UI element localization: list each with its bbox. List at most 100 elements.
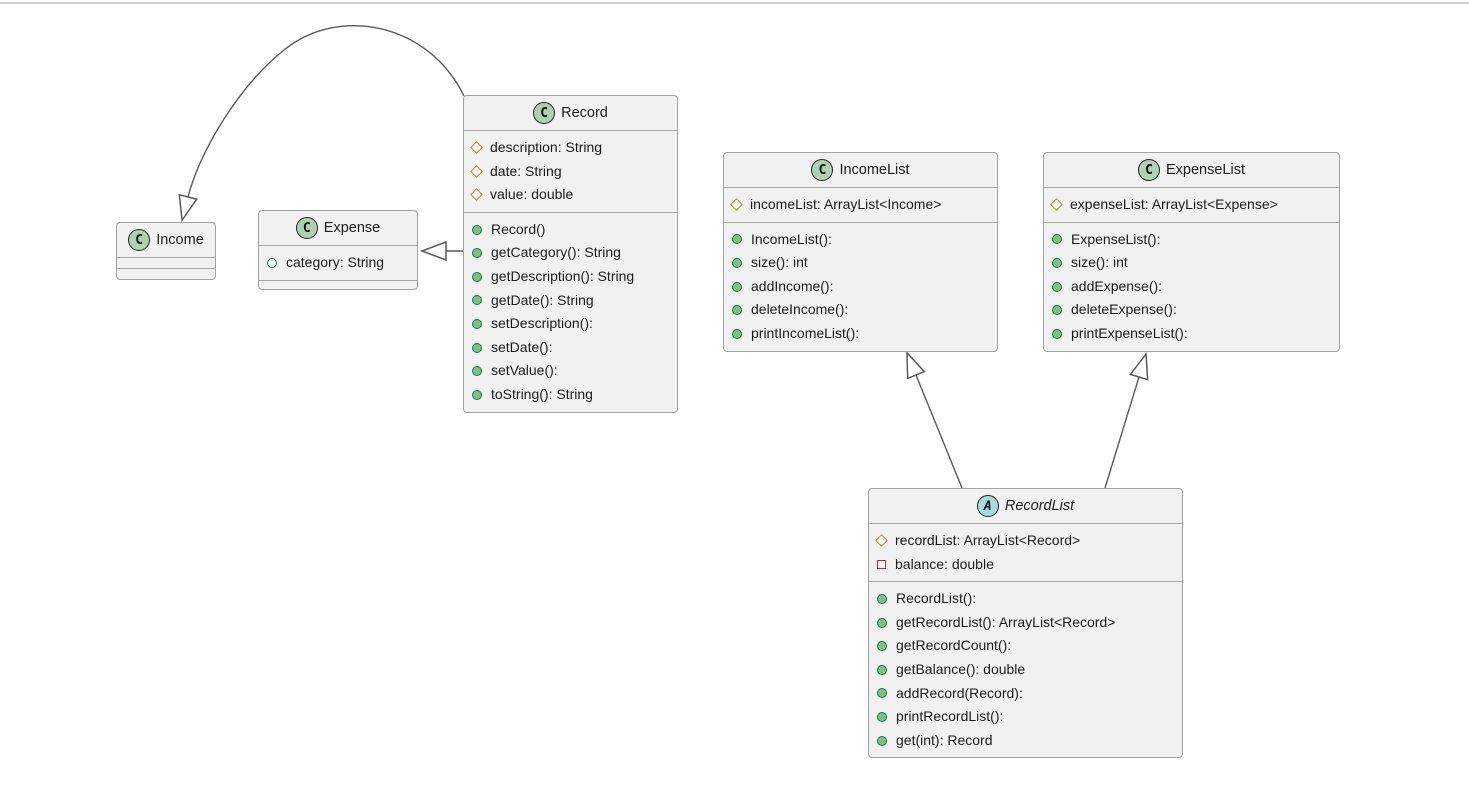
- methods-compartment: [117, 268, 215, 279]
- attributes-compartment: category: String: [259, 245, 417, 280]
- public-method-icon: [1052, 257, 1062, 268]
- class-icon: C: [295, 217, 318, 239]
- method-text: getDescription(): String: [491, 267, 635, 284]
- method-row: getCategory(): String: [472, 241, 669, 265]
- method-row: size(): int: [732, 251, 989, 275]
- class-icon: C: [128, 229, 151, 251]
- method-text: deleteExpense():: [1071, 301, 1177, 318]
- attribute-text: category: String: [286, 254, 385, 270]
- method-row: getBalance(): double: [877, 658, 1174, 682]
- protected-field-icon: [875, 534, 888, 548]
- methods-compartment: Record() getCategory(): String getDescri…: [464, 211, 677, 412]
- method-row: getDate(): String: [472, 289, 669, 313]
- attribute-text: incomeList: ArrayList<Income>: [750, 196, 942, 212]
- class-box-record: C Record description: String date: Strin…: [463, 95, 678, 413]
- public-method-icon: [472, 224, 482, 235]
- public-method-icon: [732, 281, 742, 292]
- method-row: ExpenseList():: [1052, 228, 1331, 252]
- public-method-icon: [1052, 281, 1062, 292]
- method-text: getRecordList(): ArrayList<Record>: [896, 613, 1116, 630]
- method-text: getBalance(): double: [896, 660, 1026, 677]
- class-title-income: C Income: [117, 223, 215, 257]
- method-row: printIncomeList():: [732, 322, 989, 346]
- method-text: printIncomeList():: [751, 324, 860, 341]
- method-row: size(): int: [1052, 251, 1331, 275]
- public-method-icon: [877, 735, 887, 746]
- inheritance-arrow-recordlist-to-expenselist: [1104, 352, 1149, 489]
- method-text: ExpenseList():: [1071, 230, 1161, 247]
- attribute-row: incomeList: ArrayList<Income>: [730, 193, 989, 217]
- method-row: addIncome():: [732, 275, 989, 299]
- public-method-icon: [1052, 234, 1062, 245]
- class-name: Income: [156, 232, 204, 248]
- attribute-text: recordList: ArrayList<Record>: [895, 532, 1081, 548]
- private-field-icon: [877, 559, 886, 569]
- class-title-recordlist: A RecordList: [869, 489, 1182, 523]
- method-row: RecordList():: [877, 587, 1174, 611]
- method-text: getRecordCount():: [896, 637, 1012, 654]
- method-row: toString(): String: [472, 383, 669, 407]
- attribute-row: balance: double: [877, 553, 1174, 577]
- method-text: printExpenseList():: [1071, 324, 1188, 341]
- method-text: RecordList():: [896, 590, 977, 607]
- protected-field-icon: [470, 141, 483, 155]
- method-text: Record(): [491, 220, 546, 237]
- public-method-icon: [1052, 305, 1062, 316]
- class-name: IncomeList: [839, 162, 910, 178]
- public-method-icon: [877, 617, 887, 628]
- public-method-icon: [472, 389, 482, 400]
- public-method-icon: [472, 248, 482, 259]
- methods-compartment: [259, 279, 417, 289]
- public-field-icon: [267, 257, 277, 268]
- inheritance-arrow-recordlist-to-incomelist: [906, 350, 963, 489]
- inheritance-arrow-record-to-income: [178, 25, 465, 223]
- attribute-row: description: String: [470, 136, 669, 160]
- method-row: addRecord(Record):: [877, 682, 1174, 706]
- public-method-icon: [877, 593, 887, 604]
- method-text: getCategory(): String: [491, 244, 621, 261]
- method-row: IncomeList():: [732, 228, 989, 252]
- method-row: setDate():: [472, 336, 669, 360]
- method-row: setDescription():: [472, 312, 669, 336]
- method-text: toString(): String: [491, 385, 593, 402]
- public-method-icon: [472, 366, 482, 377]
- method-row: deleteIncome():: [732, 298, 989, 322]
- public-method-icon: [472, 295, 482, 306]
- method-text: IncomeList():: [751, 230, 832, 247]
- attribute-row: category: String: [267, 251, 409, 275]
- method-row: printExpenseList():: [1052, 322, 1331, 346]
- protected-field-icon: [730, 198, 743, 212]
- method-row: printRecordList():: [877, 705, 1174, 729]
- class-icon: C: [1138, 159, 1160, 181]
- attributes-compartment: description: String date: String value: …: [464, 130, 677, 212]
- class-box-income: C Income: [116, 222, 216, 280]
- protected-field-icon: [470, 188, 483, 202]
- public-method-icon: [472, 318, 482, 329]
- abstract-class-icon: A: [976, 495, 999, 517]
- class-box-expenselist: C ExpenseList expenseList: ArrayList<Exp…: [1043, 152, 1340, 352]
- methods-compartment: RecordList(): getRecordList(): ArrayList…: [869, 581, 1182, 757]
- methods-compartment: IncomeList(): size(): int addIncome(): d…: [724, 221, 997, 351]
- public-method-icon: [732, 234, 742, 245]
- class-name: ExpenseList: [1166, 162, 1245, 178]
- method-text: get(int): Record: [896, 731, 993, 748]
- method-row: get(int): Record: [877, 729, 1174, 753]
- method-text: setDescription():: [491, 315, 593, 332]
- method-row: getRecordCount():: [877, 634, 1174, 658]
- attributes-compartment: [117, 257, 215, 268]
- class-name: RecordList: [1004, 498, 1075, 514]
- class-name: Record: [561, 105, 608, 121]
- attribute-row: date: String: [470, 160, 669, 184]
- method-text: printRecordList():: [896, 708, 1004, 725]
- protected-field-icon: [470, 165, 483, 178]
- method-row: getRecordList(): ArrayList<Record>: [877, 611, 1174, 635]
- method-text: setDate():: [491, 338, 553, 355]
- method-row: Record(): [472, 218, 669, 242]
- method-text: size(): int: [751, 254, 808, 271]
- method-text: size(): int: [1071, 254, 1128, 271]
- methods-compartment: ExpenseList(): size(): int addExpense():…: [1044, 221, 1339, 351]
- class-title-expenselist: C ExpenseList: [1044, 153, 1339, 187]
- public-method-icon: [732, 328, 742, 339]
